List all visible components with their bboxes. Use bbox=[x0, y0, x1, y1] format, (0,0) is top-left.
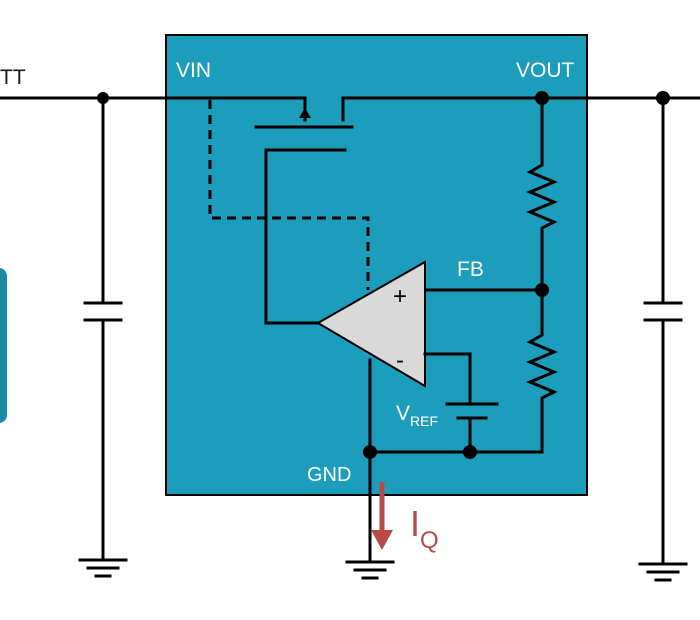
side-block bbox=[0, 268, 7, 423]
opamp-minus-sign: - bbox=[396, 347, 404, 374]
vbatt-label: TT bbox=[0, 66, 26, 89]
op-amp-icon bbox=[316, 260, 426, 388]
opamp-plus-sign: + bbox=[393, 283, 407, 310]
input-ground-symbol-icon bbox=[78, 558, 128, 578]
vout-label: VOUT bbox=[516, 59, 575, 82]
input-capacitor-icon bbox=[83, 96, 123, 560]
upper-resistor-icon bbox=[526, 96, 558, 292]
output-ground-symbol-icon bbox=[638, 562, 688, 582]
iq-subscript: Q bbox=[420, 527, 439, 554]
gnd-ground-symbol-icon bbox=[345, 560, 395, 580]
iq-label: IQ bbox=[410, 503, 439, 554]
bias-dashed-wire bbox=[208, 100, 370, 290]
vref-label: VREF bbox=[396, 402, 438, 429]
vref-subscript: REF bbox=[410, 413, 438, 429]
lower-resistor-icon bbox=[526, 288, 558, 454]
fb-label: FB bbox=[457, 258, 484, 281]
pmos-transistor-icon bbox=[254, 96, 354, 152]
ic-body bbox=[165, 34, 588, 496]
vin-label: VIN bbox=[176, 59, 211, 82]
iq-down-arrow-icon bbox=[371, 482, 393, 550]
output-capacitor-icon bbox=[643, 96, 683, 564]
gnd-label: GND bbox=[307, 464, 351, 486]
gate-drive-wire bbox=[264, 148, 320, 325]
vref-wire bbox=[423, 352, 472, 404]
